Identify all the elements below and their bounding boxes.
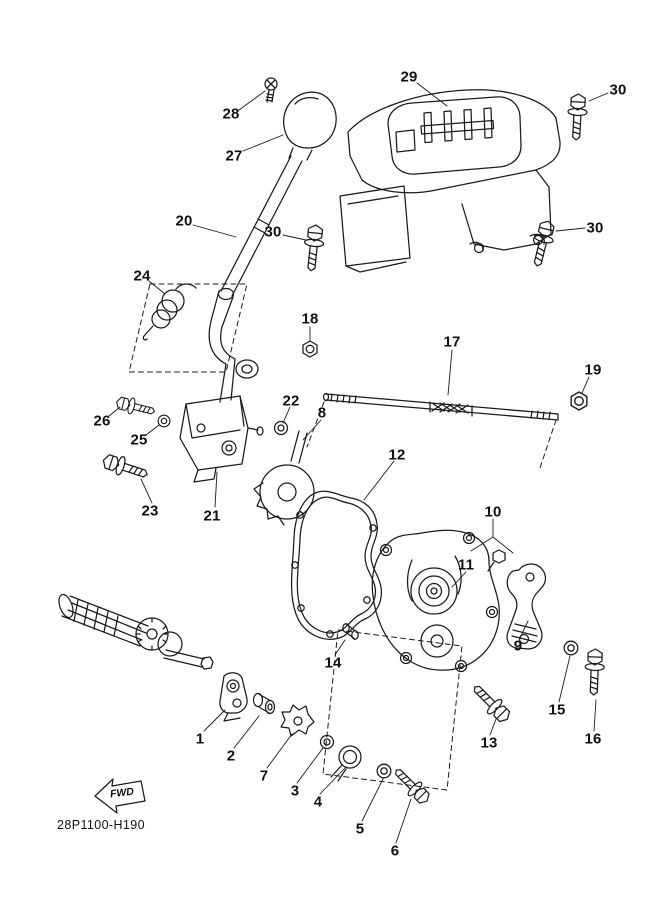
callout-7: 7 [259, 767, 269, 785]
fwd-arrow-icon [94, 778, 146, 814]
callout-leader-lines [108, 82, 609, 844]
callout-10: 10 [484, 503, 502, 521]
callout-18: 18 [301, 310, 319, 328]
part-bolt-16 [583, 648, 606, 696]
callout-9: 9 [513, 637, 523, 655]
part-bracket-9 [487, 549, 547, 650]
callout-29: 29 [400, 68, 418, 86]
part-bolt-30-top [565, 92, 589, 142]
callout-6: 6 [390, 842, 400, 860]
callout-25: 25 [130, 431, 148, 449]
callout-11: 11 [457, 556, 475, 574]
part-bolt-13 [467, 679, 515, 727]
callout-16: 16 [584, 730, 602, 748]
part-washer-25 [157, 414, 171, 428]
callout-27: 27 [225, 147, 243, 165]
part-shift-shaft-assembly [58, 593, 214, 670]
callout-28: 28 [222, 105, 240, 123]
part-spring-4 [330, 745, 362, 782]
callout-19: 19 [584, 361, 602, 379]
callout-30-top: 30 [609, 81, 627, 99]
part-spring-24 [142, 283, 197, 341]
part-segment-8 [253, 430, 315, 526]
callout-26: 26 [93, 412, 111, 430]
diagram-code: 28P1100-H190 [57, 818, 145, 832]
callout-30-mid: 30 [264, 223, 282, 241]
callout-13: 13 [480, 734, 498, 752]
callout-4: 4 [313, 793, 323, 811]
part-bolt-30-mid [301, 223, 327, 273]
part-link-rod-17 [322, 392, 559, 421]
part-bolt-30-right [527, 218, 559, 269]
callout-24: 24 [133, 267, 151, 285]
part-pin-14 [342, 623, 359, 640]
part-nut-19 [570, 391, 588, 411]
part-lever-bracket-21 [179, 320, 264, 483]
callout-1: 1 [195, 730, 205, 748]
callout-14: 14 [324, 654, 342, 672]
part-screw-28 [264, 77, 278, 103]
callout-17: 17 [443, 333, 461, 351]
part-nut-18 [302, 340, 318, 358]
part-washer-15 [563, 640, 579, 656]
callout-12: 12 [388, 446, 406, 464]
part-bolt-6 [389, 763, 435, 809]
callout-30-right: 30 [586, 219, 604, 237]
construction-dashed-lines [128, 283, 557, 791]
callout-15: 15 [548, 701, 566, 719]
part-holder-1 [219, 672, 248, 722]
callout-23: 23 [141, 502, 159, 520]
callout-8: 8 [317, 404, 327, 422]
callout-21: 21 [203, 507, 221, 525]
part-bolt-26 [114, 393, 158, 420]
callout-2: 2 [226, 747, 236, 765]
callout-3: 3 [290, 782, 300, 800]
callout-5: 5 [355, 820, 365, 838]
part-cover-10 [371, 529, 500, 673]
callout-22: 22 [282, 392, 300, 410]
part-gear-7 [280, 704, 315, 737]
part-knob-27 [283, 91, 337, 161]
part-collar-2 [252, 692, 276, 715]
part-bolt-23 [99, 450, 151, 485]
part-washer-5 [376, 763, 392, 779]
part-console-29 [339, 89, 561, 273]
callout-20: 20 [175, 212, 193, 230]
part-rod-20 [210, 155, 303, 328]
part-gasket-12 [290, 490, 383, 640]
part-washer-22 [273, 420, 289, 436]
